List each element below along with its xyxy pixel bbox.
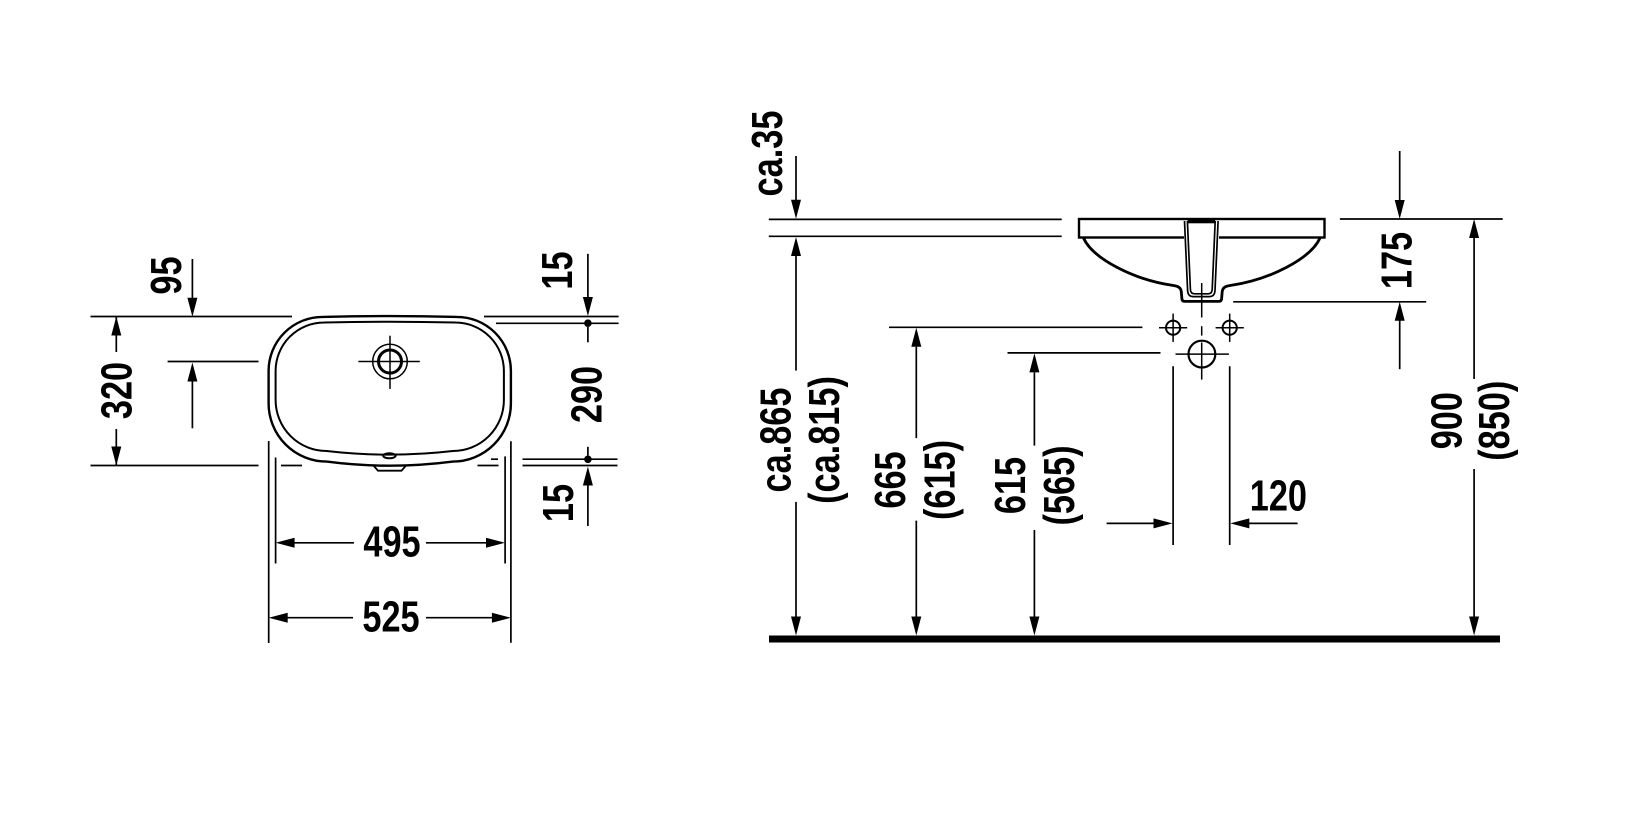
svg-text:900: 900: [1422, 392, 1471, 449]
svg-text:95: 95: [142, 256, 191, 294]
svg-text:(615): (615): [916, 440, 965, 520]
svg-text:(ca.815): (ca.815): [800, 376, 849, 504]
svg-text:(565): (565): [1035, 445, 1084, 525]
svg-text:ca.865: ca.865: [752, 388, 801, 493]
svg-text:615: 615: [986, 457, 1035, 514]
svg-text:ca.35: ca.35: [743, 111, 792, 197]
svg-text:15: 15: [534, 484, 583, 522]
svg-text:(850): (850): [1470, 381, 1519, 461]
svg-text:290: 290: [563, 366, 612, 423]
svg-text:320: 320: [92, 362, 141, 419]
svg-text:665: 665: [866, 451, 915, 508]
svg-text:495: 495: [363, 518, 420, 567]
svg-text:525: 525: [362, 593, 419, 642]
svg-text:175: 175: [1373, 232, 1422, 289]
svg-text:15: 15: [533, 251, 582, 289]
svg-text:120: 120: [1250, 472, 1307, 521]
